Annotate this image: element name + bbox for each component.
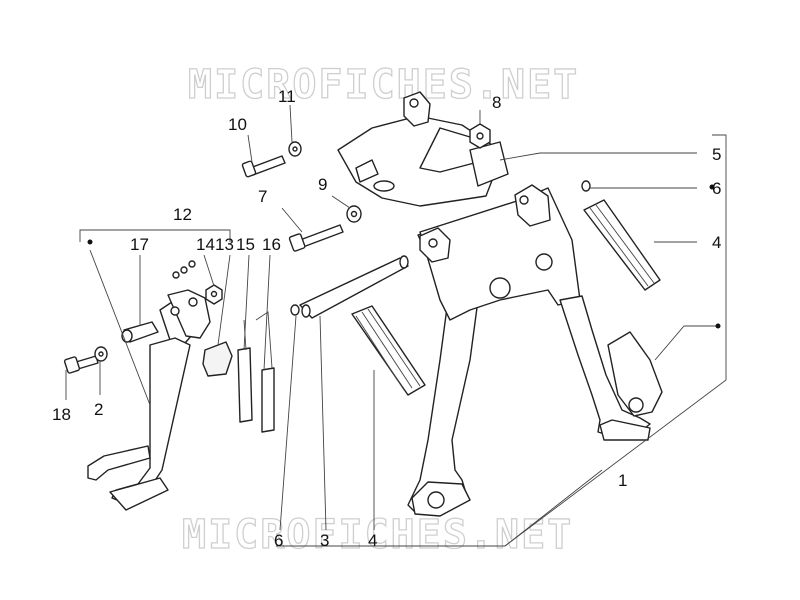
washer-icon bbox=[94, 346, 108, 362]
washer-icon bbox=[346, 205, 362, 223]
bolt-icon bbox=[241, 155, 286, 178]
spring-icon bbox=[237, 311, 275, 433]
callout-6-bottom: 6 bbox=[274, 531, 283, 550]
watermark-top: MICROFICHES.NET bbox=[188, 62, 579, 108]
callout-4-bottom: 4 bbox=[368, 531, 377, 550]
callout-11: 11 bbox=[278, 87, 296, 106]
bolt-icon bbox=[288, 224, 344, 252]
pin-icon bbox=[299, 255, 409, 319]
callout-10: 10 bbox=[228, 115, 247, 134]
callout-13: 13 bbox=[215, 235, 234, 254]
callout-6-right: 6 bbox=[712, 179, 721, 198]
callout-1: 1 bbox=[618, 471, 627, 490]
washer-icon bbox=[288, 141, 302, 157]
bolt-icon bbox=[63, 355, 99, 374]
washer-icon bbox=[172, 260, 196, 279]
callout-16: 16 bbox=[262, 235, 281, 254]
callout-15: 15 bbox=[236, 235, 255, 254]
callout-5: 5 bbox=[712, 145, 721, 164]
spring-icon bbox=[583, 199, 661, 291]
bracket bbox=[337, 91, 509, 207]
callout-18: 18 bbox=[52, 405, 71, 424]
callout-14: 14 bbox=[196, 235, 215, 254]
nut-icon bbox=[205, 284, 223, 305]
callout-3: 3 bbox=[320, 531, 329, 550]
side-stand bbox=[87, 289, 211, 511]
leader-lines bbox=[65, 104, 727, 547]
callout-8: 8 bbox=[492, 93, 501, 112]
callout-7: 7 bbox=[258, 187, 267, 206]
watermark-bottom: MICROFICHES.NET bbox=[182, 512, 573, 558]
spring-icon bbox=[351, 305, 426, 396]
callout-12: 12 bbox=[173, 205, 192, 224]
callout-17: 17 bbox=[130, 235, 149, 254]
callouts: 11 8 10 5 9 7 6 12 4 17 14 13 15 16 18 2… bbox=[52, 87, 721, 550]
callout-9: 9 bbox=[318, 175, 327, 194]
callout-2: 2 bbox=[94, 400, 103, 419]
nut-icon bbox=[469, 123, 491, 149]
callout-4-right: 4 bbox=[712, 233, 721, 252]
bracket-icon bbox=[202, 341, 233, 377]
washer-icon bbox=[290, 180, 591, 316]
center-stand bbox=[407, 184, 663, 517]
